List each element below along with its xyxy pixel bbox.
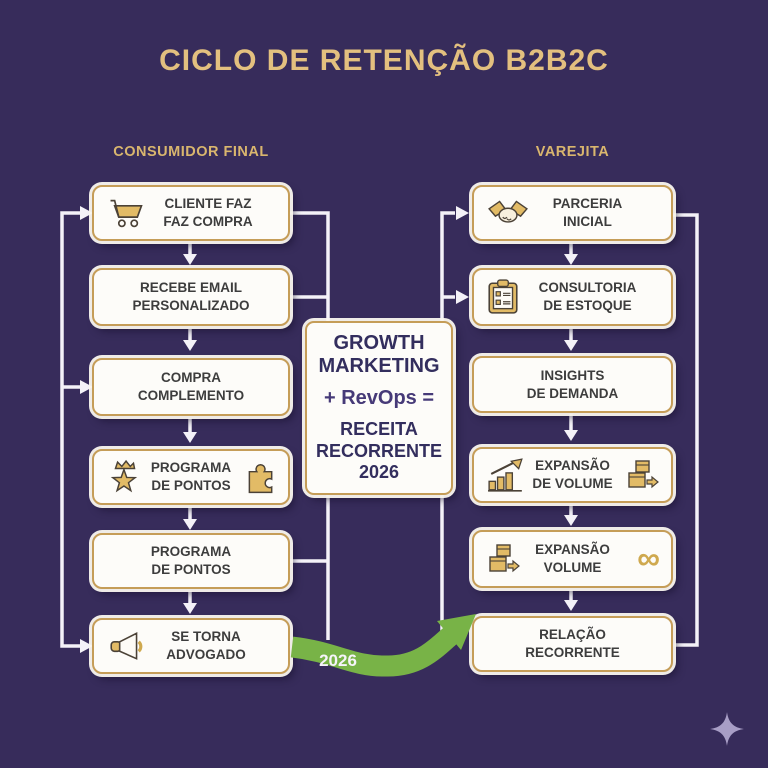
box-label: CONSULTORIA	[538, 280, 637, 296]
box-label: PERSONALIZADO	[132, 298, 250, 313]
box-label: DE ESTOQUE	[543, 298, 632, 313]
box-label: EXPANSÃO	[535, 542, 610, 558]
box-cliente-faz-compra: CLIENTE FAZ FAZ COMPRA	[92, 185, 290, 241]
box-expansao-volume: EXPANSÃO VOLUME ∞	[472, 530, 673, 588]
center-box-line2: + RevOps =	[323, 387, 435, 410]
box-label: DE VOLUME	[532, 476, 613, 491]
box-growth-marketing: GROWTH MARKETING + RevOps = RECEITA RECO…	[305, 321, 453, 495]
box-label: INICIAL	[563, 214, 612, 229]
box-relacao-recorrente: RELAÇÃO RECORRENTE	[472, 616, 673, 672]
box-label: EXPANSÃO	[535, 458, 610, 474]
right-column-header: VAREJITA	[535, 144, 610, 160]
box-label: RECORRENTE	[525, 645, 620, 660]
box-label: DE PONTOS	[151, 478, 231, 493]
chart-up-icon	[487, 458, 525, 492]
box-consultoria-estoque: CONSULTORIA DE ESTOQUE	[472, 268, 673, 326]
star-crown-icon	[107, 459, 143, 495]
box-label: PROGRAMA	[150, 544, 232, 560]
center-box-line1: GROWTH MARKETING	[318, 332, 440, 378]
box-compra-complemento: COMPRA COMPLEMENTO	[92, 358, 290, 416]
boxes-icon	[487, 543, 521, 575]
center-box-line3: RECEITA RECORRENTE 2026	[315, 419, 442, 483]
box-label: RECEBE EMAIL	[139, 280, 242, 296]
page-title: CICLO DE RETENÇÃO B2B2C	[159, 44, 609, 77]
cart-icon	[107, 197, 145, 230]
megaphone-icon	[107, 630, 145, 662]
infinity-icon: ∞	[637, 540, 660, 577]
box-label: PROGRAMA	[150, 460, 232, 476]
left-column-header: CONSUMIDOR FINAL	[113, 144, 269, 160]
box-label: COMPRA	[160, 370, 221, 386]
box-parceria-inicial: PARCERIA INICIAL	[472, 185, 673, 241]
handshake-icon	[487, 199, 529, 227]
box-label: DE DEMANDA	[526, 385, 619, 401]
green-arrow-year-label: 2026	[319, 651, 357, 670]
box-insights-demanda: INSIGHTS DE DEMANDA	[472, 356, 673, 413]
box-programa-pontos-2: PROGRAMA DE PONTOS	[92, 533, 290, 589]
sparkle-logo	[708, 710, 746, 748]
box-label: RELAÇÃO	[539, 627, 606, 643]
puzzle-icon	[243, 460, 277, 494]
boxes-icon	[626, 459, 660, 491]
box-label: COMPLEMENTO	[137, 388, 245, 403]
box-label: ADVOGADO	[166, 647, 246, 662]
box-se-torna-advogado: SE TORNA ADVOGADO	[92, 618, 290, 674]
box-expansao-de-volume: EXPANSÃO DE VOLUME	[472, 447, 673, 503]
box-label: INSIGHTS	[540, 367, 605, 383]
box-label: FAZ COMPRA	[163, 214, 253, 229]
box-label: DE PONTOS	[151, 562, 231, 577]
box-label: CLIENTE FAZ	[164, 196, 252, 212]
box-recebe-email: RECEBE EMAIL PERSONALIZADO	[92, 268, 290, 326]
box-label: SE TORNA	[171, 629, 241, 645]
box-programa-pontos-1: PROGRAMA DE PONTOS	[92, 449, 290, 505]
box-label: PARCERIA	[552, 196, 623, 212]
box-label: VOLUME	[543, 560, 602, 575]
clipboard-icon	[487, 279, 519, 315]
